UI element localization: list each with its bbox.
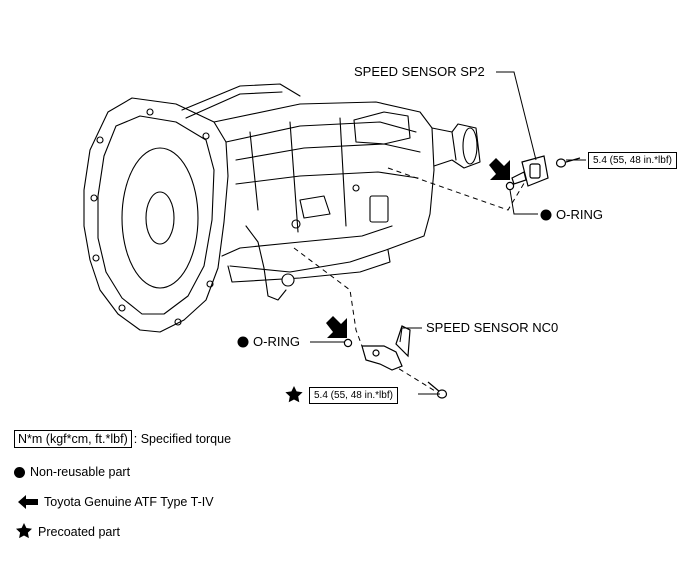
atf-arrow-icon <box>489 158 510 180</box>
bell-housing <box>83 97 229 333</box>
sp2-torque-box: 5.4 (55, 48 in.*lbf) <box>588 152 677 169</box>
non-reusable-icon <box>540 209 552 221</box>
extension-housing <box>431 123 481 169</box>
speed-sensor-sp2-label: SPEED SENSOR SP2 <box>354 64 485 79</box>
legend-non-reusable: Non-reusable part <box>14 464 130 480</box>
speed-sensor-nc0-label: SPEED SENSOR NC0 <box>426 320 559 335</box>
sp2-label-leader <box>496 71 537 161</box>
atf-arrows <box>326 158 510 338</box>
o-ring-lower-label: O-RING <box>253 334 300 349</box>
legend-torque-unit: N*m (kgf*cm, ft.*lbf) <box>14 430 132 448</box>
cooler-pipe <box>245 225 287 301</box>
speed-sensor-sp2 <box>511 155 549 187</box>
nc0-torque-box: 5.4 (55, 48 in.*lbf) <box>309 387 398 404</box>
atf-arrow-icon <box>326 316 347 338</box>
arrow-left-icon <box>18 495 38 509</box>
sp2-bolt <box>555 157 581 168</box>
filled-circle-icon <box>14 466 25 478</box>
speed-sensor-nc0 <box>361 325 411 371</box>
non-reusable-icon <box>237 336 249 348</box>
legend-precoated-text: Precoated part <box>38 525 120 539</box>
o-ring-upper-label: O-RING <box>556 207 603 222</box>
transmission-case <box>181 83 435 283</box>
legend-atf-text: Toyota Genuine ATF Type T-IV <box>44 495 214 509</box>
nc0-alignment-line <box>293 247 441 395</box>
nc0-o-ring <box>343 338 353 348</box>
legend-atf: Toyota Genuine ATF Type T-IV <box>44 494 214 510</box>
nc0-bolt <box>427 381 448 399</box>
star-icon <box>16 523 32 539</box>
nc0-label-leader <box>399 327 422 343</box>
legend-non-reusable-text: Non-reusable part <box>30 465 131 479</box>
o-ring-upper-leader <box>509 189 538 215</box>
sp2-alignment-line <box>387 167 527 211</box>
sp2-o-ring <box>505 181 515 191</box>
legend-precoated: Precoated part <box>38 524 120 540</box>
star-icon <box>285 386 303 403</box>
legend-torque: N*m (kgf*cm, ft.*lbf) : Specified torque <box>14 430 231 448</box>
legend-torque-desc: : Specified torque <box>133 432 232 446</box>
